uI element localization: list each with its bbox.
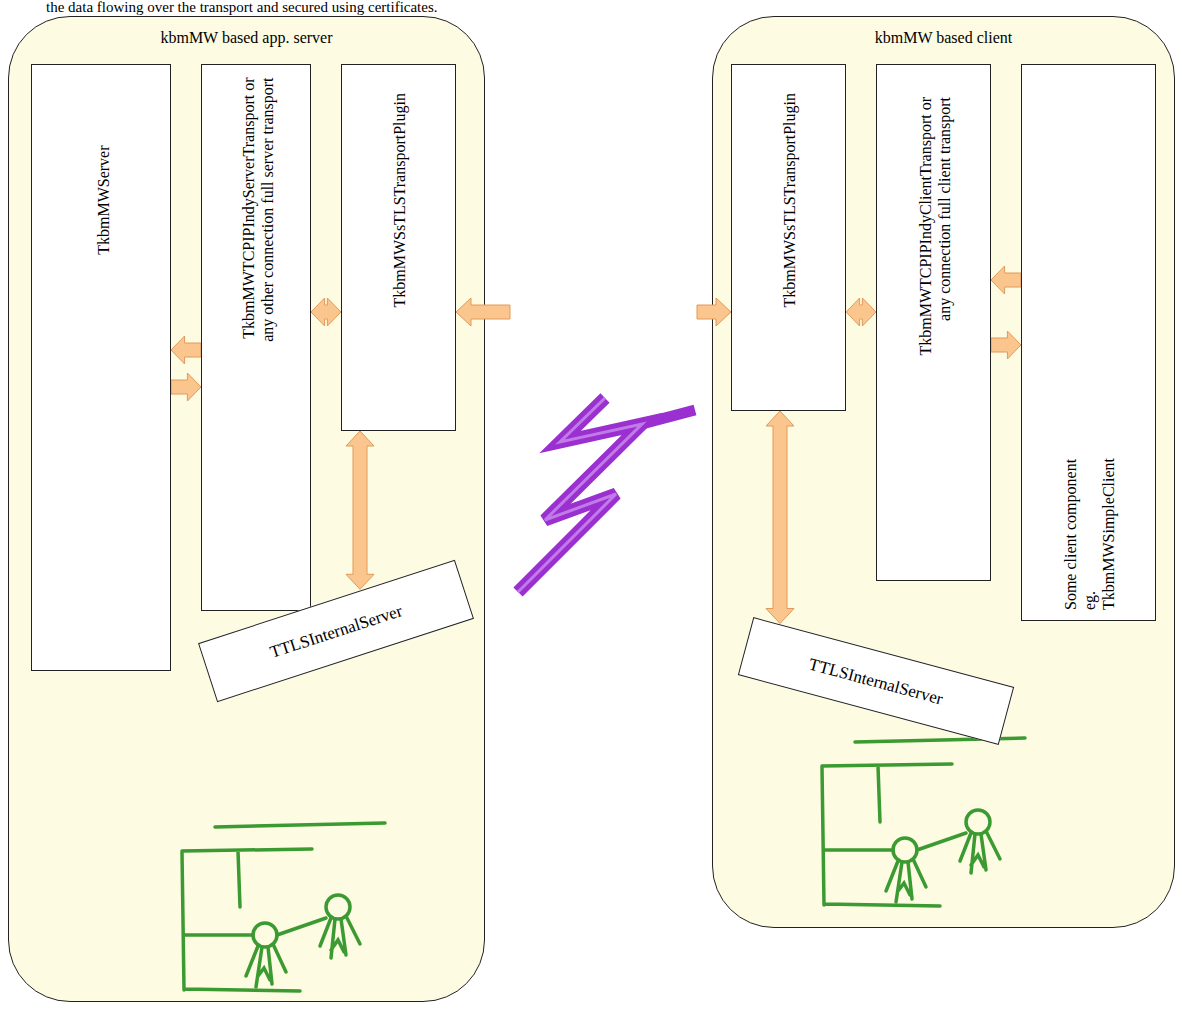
block-arrow <box>171 373 201 401</box>
group-heading: kbmMW based app. server <box>9 29 484 47</box>
component-label: TkbmMWSsTLSTransportPlugin <box>780 93 799 308</box>
component-box: TkbmMWSsTLSTransportPlugin <box>731 64 846 411</box>
component-label: TTLSInternalServer <box>807 654 945 708</box>
rotated-text-frame: TkbmMWSsTLSTransportPlugin <box>732 65 847 412</box>
component-label: TkbmMWTCPIPIndyServerTransport or any ot… <box>238 77 276 357</box>
block-arrow-shape <box>766 411 794 624</box>
certificate-icon <box>822 738 1025 906</box>
block-arrow <box>311 298 341 326</box>
block-arrow-shape <box>456 298 510 326</box>
block-arrow-shape <box>991 331 1021 359</box>
block-arrow <box>766 411 794 624</box>
rotated-text-frame: TkbmMWServer <box>32 65 172 672</box>
lightning-stroke <box>518 398 642 592</box>
component-box: TkbmMWServer <box>31 64 171 671</box>
block-arrow <box>171 336 201 364</box>
block-arrow-shape <box>311 298 341 326</box>
block-arrow <box>991 266 1021 294</box>
rotated-text-frame: TkbmMWSsTLSTransportPlugin <box>342 65 457 432</box>
block-arrow <box>991 331 1021 359</box>
component-label: Some client component eg. TkbmMWSimpleCl… <box>1061 438 1118 610</box>
system-group: kbmMW based app. serverTkbmMWServer TkbmM… <box>8 16 485 1002</box>
rotated-text-frame: TkbmMWTCPIPIndyServerTransport or any ot… <box>202 65 312 612</box>
group-heading: kbmMW based client <box>713 29 1174 47</box>
component-box: TkbmMWTCPIPIndyServerTransport or any ot… <box>201 64 311 611</box>
certificate-icon <box>182 823 385 991</box>
component-box: TkbmMWSsTLSTransportPlugin <box>341 64 456 431</box>
block-arrow <box>846 298 876 326</box>
block-arrow-shape <box>171 373 201 401</box>
component-box: TkbmMWTCPIPIndyClientTransport or any co… <box>876 64 991 581</box>
block-arrow-shape <box>991 266 1021 294</box>
rotated-text-frame: TkbmMWTCPIPIndyClientTransport or any co… <box>877 65 992 582</box>
component-box: Some client component eg. TkbmMWSimpleCl… <box>1021 64 1156 621</box>
lightning-bolt <box>518 398 695 592</box>
block-arrow <box>346 431 374 589</box>
block-arrow-shape <box>846 298 876 326</box>
block-arrow-shape <box>171 336 201 364</box>
rotated-text-frame: Some client component eg. TkbmMWSimpleCl… <box>1022 65 1157 622</box>
component-label: TkbmMWTCPIPIndyClientTransport or any co… <box>916 97 954 377</box>
component-label: TkbmMWServer <box>93 145 112 254</box>
caption-note: the data flowing over the transport and … <box>46 0 438 15</box>
lightning-highlight <box>518 398 642 592</box>
block-arrow-shape <box>346 431 374 589</box>
tls-server-box: TTLSInternalServer <box>738 617 1014 745</box>
component-label: TkbmMWSsTLSTransportPlugin <box>390 93 409 308</box>
block-arrow <box>456 298 731 326</box>
lightning-branch <box>642 410 695 424</box>
block-arrow-shape <box>697 298 731 326</box>
